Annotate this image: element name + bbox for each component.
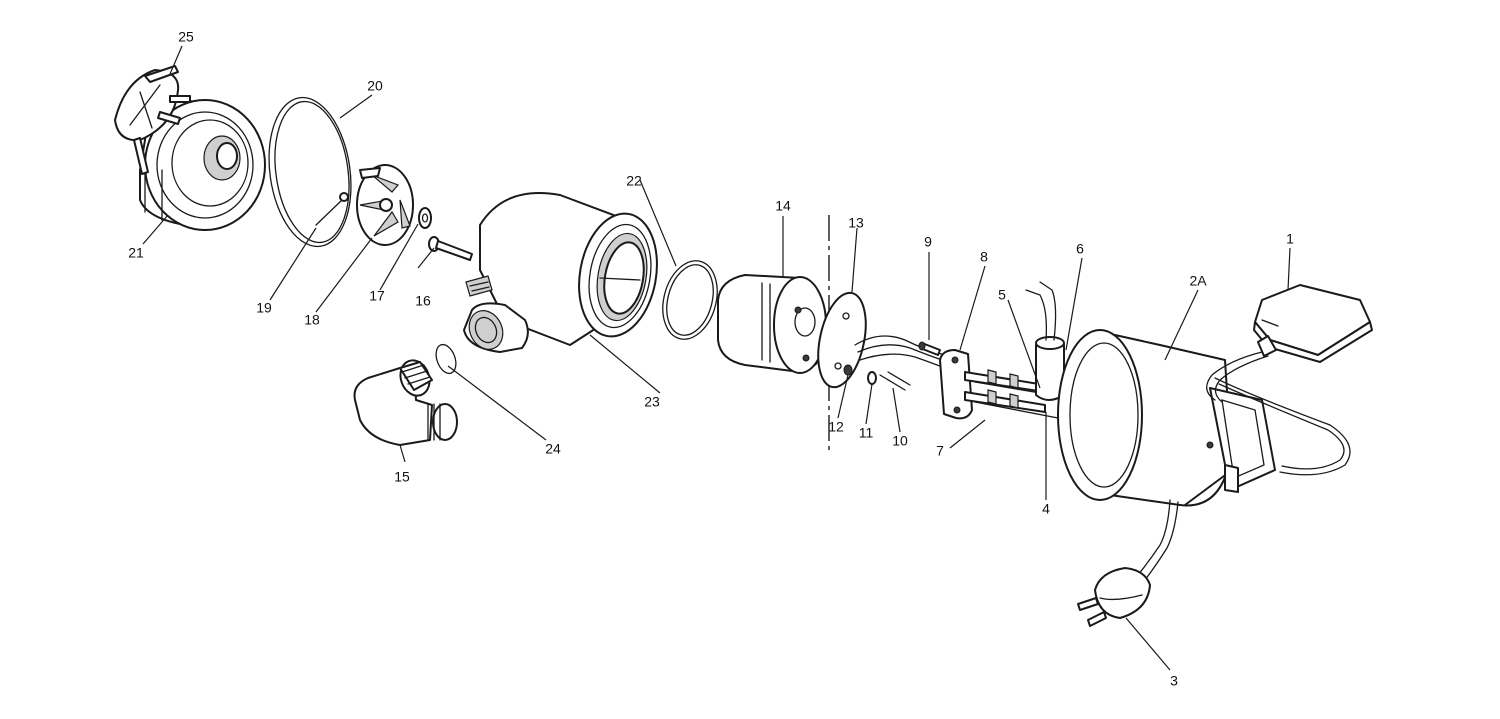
part-21-pump-base — [139, 94, 266, 231]
part-11-washer — [867, 371, 877, 385]
callout-9: 9 — [924, 234, 932, 250]
callout-24: 24 — [545, 441, 561, 457]
callout-13: 13 — [848, 215, 864, 231]
part-3-power-plug — [1077, 499, 1179, 627]
part-14-motor — [717, 274, 827, 374]
part-23-pump-housing — [465, 192, 658, 346]
part-13-gasket — [817, 291, 867, 389]
leader-lines — [142, 45, 1291, 671]
callout-2a: 2A — [1189, 273, 1207, 289]
callout-12: 12 — [828, 419, 844, 435]
part-9-screw — [918, 341, 941, 356]
part-2a-motor-housing — [1057, 329, 1276, 507]
part-outlet-nozzle — [463, 302, 529, 353]
part-24-small-o-ring — [435, 343, 457, 375]
callout-17: 17 — [369, 288, 385, 304]
callout-5: 5 — [998, 287, 1006, 303]
part-7-connector-pins — [964, 369, 1046, 413]
callout-7: 7 — [936, 443, 944, 459]
callout-16: 16 — [415, 293, 431, 309]
callout-6: 6 — [1076, 241, 1084, 257]
part-25-leg-bracket — [114, 65, 191, 175]
callout-4: 4 — [1042, 501, 1050, 517]
callout-15: 15 — [394, 469, 410, 485]
part-12-nut — [843, 364, 853, 376]
part-4-rod — [974, 401, 1059, 419]
part-22-o-ring — [662, 260, 718, 340]
callout-22: 22 — [626, 173, 642, 189]
part-15-elbow — [353, 359, 458, 446]
callout-19: 19 — [256, 300, 272, 316]
callout-11: 11 — [859, 425, 874, 441]
part-20-o-ring — [268, 96, 352, 248]
callout-18: 18 — [304, 312, 320, 328]
callout-8: 8 — [980, 249, 988, 265]
callout-23: 23 — [644, 394, 660, 410]
callout-14: 14 — [775, 198, 791, 214]
part-18-impeller — [356, 164, 414, 246]
callout-3: 3 — [1170, 673, 1178, 689]
part-6-capacitor — [1025, 281, 1065, 401]
callout-10: 10 — [892, 433, 908, 449]
part-8-terminal-block — [939, 349, 973, 420]
part-1-float-switch — [1206, 284, 1373, 476]
callout-labels: 25 20 21 19 18 17 16 22 23 24 15 14 13 9… — [128, 29, 1294, 689]
callout-20: 20 — [367, 78, 383, 94]
callout-1: 1 — [1286, 231, 1294, 247]
part-19-pin — [315, 192, 349, 226]
callout-21: 21 — [128, 245, 144, 261]
part-16-screw — [428, 236, 473, 261]
callout-25: 25 — [178, 29, 194, 45]
part-17-washer — [418, 207, 432, 229]
